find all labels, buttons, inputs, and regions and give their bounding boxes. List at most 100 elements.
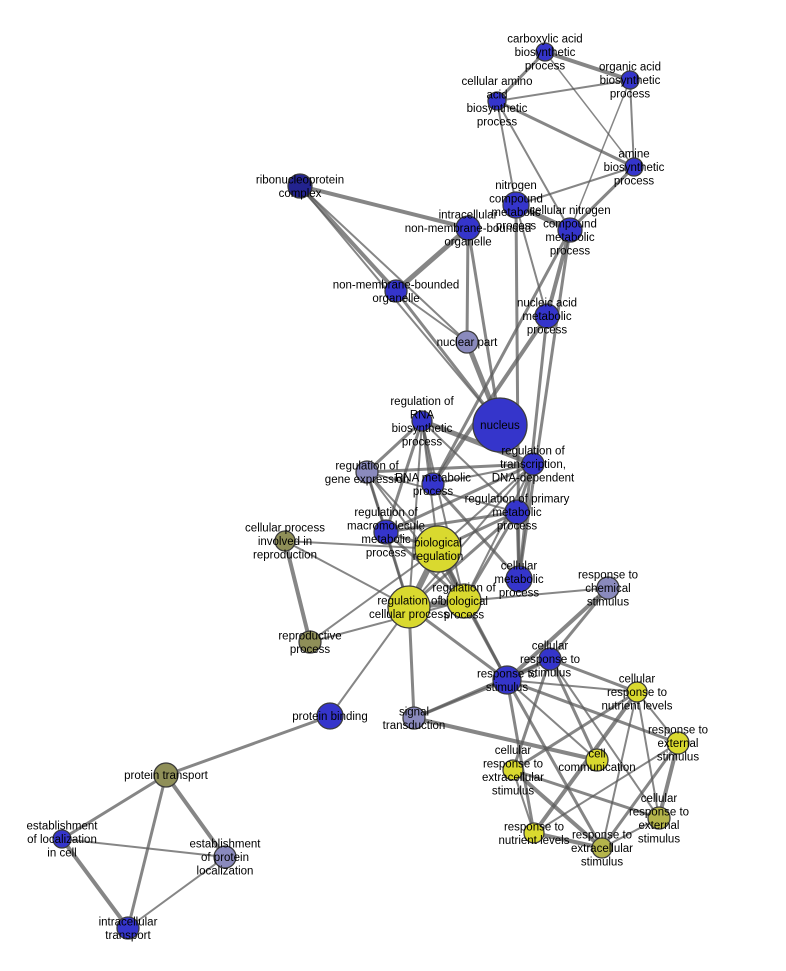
edge-regtrans-reggene [365, 462, 535, 474]
node-intraorg[interactable] [455, 215, 481, 241]
edge-cellnitro-rnamet [431, 228, 572, 486]
edge-ribo-intraorg [298, 184, 470, 230]
edge-cpreprod-reprod [283, 539, 312, 644]
edge-regtrans-regbio [463, 463, 534, 602]
edge-crextracell-respextracell [511, 768, 604, 850]
node-nucleus[interactable] [472, 397, 528, 453]
node-regprim[interactable] [504, 499, 530, 525]
node-crexternal[interactable] [647, 806, 671, 830]
node-nmborg[interactable] [384, 279, 408, 303]
edge-amine-nitro [515, 166, 635, 206]
edge-prottrans-estloc [60, 773, 168, 841]
node-ribo[interactable] [287, 173, 313, 199]
edge-prottrans-intratrans [126, 773, 168, 930]
edge-cellresp-crnutrient [548, 657, 639, 694]
edge-sigtrans-cellcomm [412, 716, 599, 762]
node-protbind[interactable] [316, 702, 344, 730]
edge-respstim-respext [505, 678, 680, 745]
edge-regrna-regcell [408, 420, 423, 608]
edge-bioreg-reprod [309, 548, 439, 643]
node-bioreg[interactable] [414, 525, 462, 573]
node-estprotloc[interactable] [213, 845, 237, 869]
edge-crnutrient-respextracell [601, 691, 638, 849]
node-nucpart[interactable] [455, 330, 479, 354]
edge-org-amine [629, 79, 635, 168]
edge-respext-respnutr [533, 742, 679, 834]
node-estloc[interactable] [52, 829, 72, 849]
node-cellcomm[interactable] [585, 748, 609, 772]
edge-respnutr-respextracell [532, 831, 604, 850]
node-crnutrient[interactable] [626, 681, 648, 703]
edge-intraorg-nmborg [393, 225, 471, 294]
edge-regtrans-regcell [408, 463, 534, 608]
edge-regtrans-regmacro [384, 462, 535, 534]
node-org[interactable] [620, 70, 640, 90]
node-cellnitro[interactable] [557, 217, 583, 243]
edge-amino-amine [495, 99, 636, 169]
edge-regprim-regcell [407, 510, 519, 609]
node-regbio[interactable] [446, 583, 482, 619]
node-nitro[interactable] [502, 191, 530, 219]
edge-ribo-nmborg [298, 184, 398, 293]
node-nucacid[interactable] [534, 303, 560, 329]
edge-estprotloc-intratrans [127, 856, 226, 929]
edge-nmborg-nucleus [394, 289, 502, 427]
edge-respext-respextracell [600, 741, 680, 850]
edge-respchem-cellresp [548, 586, 610, 661]
edge-ribo-nucpart [299, 185, 468, 343]
edge-regprim-regmacro [384, 510, 519, 534]
node-prottrans[interactable] [153, 762, 179, 788]
node-crextracell[interactable] [502, 759, 524, 781]
node-respstim[interactable] [492, 665, 522, 695]
edge-estloc-intratrans [60, 837, 130, 930]
edge-reggene-regbio [366, 471, 465, 602]
edge-regbio-reprod [309, 600, 465, 643]
edge-nucacid-cellmet [517, 314, 549, 581]
edge-carb-amine [544, 51, 635, 168]
node-rnamet[interactable] [421, 472, 445, 496]
edge-org-cellnitro [569, 79, 631, 231]
edge-intraorg-nucpart [465, 226, 470, 344]
node-intratrans[interactable] [116, 916, 140, 940]
edge-amino-cellnitro [496, 100, 571, 231]
edge-respstim-respnutr [505, 678, 536, 835]
edge-crextracell-respnutr [512, 769, 535, 834]
edge-amine-cellnitro [568, 165, 636, 232]
node-cellmet[interactable] [505, 565, 533, 593]
node-layer [52, 42, 690, 940]
node-reprod[interactable] [298, 630, 322, 654]
node-regrna[interactable] [411, 410, 433, 432]
node-regmacro[interactable] [373, 519, 399, 545]
edge-cellresp-cellcomm [548, 657, 599, 762]
node-carb[interactable] [535, 42, 555, 62]
node-reggene[interactable] [355, 460, 379, 484]
node-cpreprod[interactable] [274, 530, 296, 552]
node-amino[interactable] [487, 91, 507, 111]
edge-regrna-reggene [365, 419, 424, 474]
node-regtrans[interactable] [521, 452, 545, 476]
node-respextracell[interactable] [591, 837, 613, 859]
edge-cellnitro-nucacid [545, 228, 572, 318]
edge-respstim-respextracell [505, 678, 604, 850]
edge-regtrans-rnamet [432, 463, 534, 485]
edge-respstim-sigtrans [412, 678, 509, 720]
edge-nitro-nucacid [515, 204, 548, 317]
edge-crnutrient-crextracell [511, 690, 639, 772]
edge-bioreg-cpreprod [284, 540, 439, 550]
node-respchem[interactable] [596, 576, 620, 600]
node-respnutr[interactable] [523, 822, 545, 844]
node-amine[interactable] [624, 157, 644, 177]
node-sigtrans[interactable] [402, 706, 426, 730]
node-cellresp[interactable] [538, 647, 562, 671]
node-respext[interactable] [666, 731, 690, 755]
edge-regrna-regbio [421, 420, 465, 602]
edge-crextracell-crexternal [511, 768, 661, 820]
edge-crnutrient-respnutr [532, 690, 639, 835]
node-regcell[interactable] [387, 585, 431, 629]
edge-prottrans-estprotloc [164, 773, 227, 859]
edge-cpreprod-regcell [284, 540, 410, 608]
edge-org-amino [496, 79, 631, 102]
